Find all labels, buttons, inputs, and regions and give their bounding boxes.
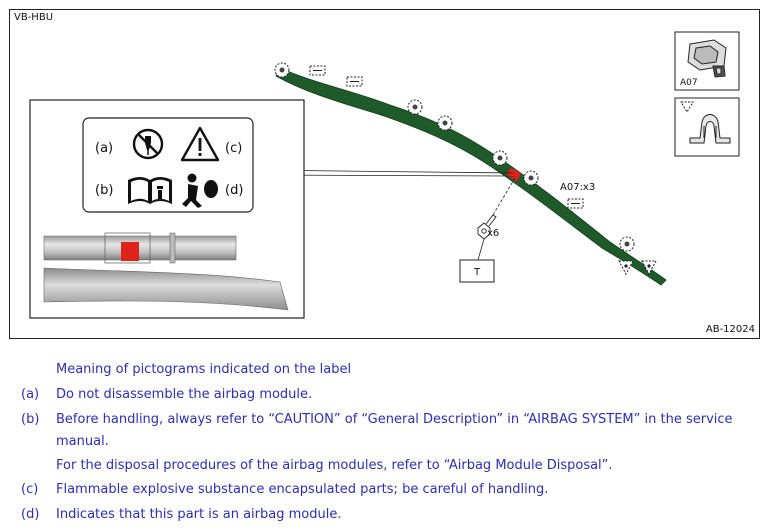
notes-heading: Meaning of pictograms indicated on the l… <box>56 362 352 377</box>
clip-inner <box>279 67 630 247</box>
figure-code: VB-HBU <box>14 12 54 23</box>
tool-box <box>459 259 495 283</box>
note-text: For the disposal procedures of the airba… <box>56 458 613 473</box>
note-text: Flammable explosive substance encapsulat… <box>56 482 549 497</box>
connector-module-icon <box>687 39 727 78</box>
figure-id: AB-12024 <box>705 324 755 335</box>
diagram-figure: A07:x3 x6 T (a) (b) (c) (d) <box>9 9 760 339</box>
pictogram-keys: (a) (b) (c) (d) <box>95 141 243 198</box>
note-key: (d) <box>21 507 40 522</box>
bolt-count: x6 <box>487 228 499 239</box>
diagram-canvas: A07:x3 x6 T (a) (b) (c) (d) <box>29 31 740 319</box>
note-key: (a) <box>21 387 40 402</box>
curtain-airbag <box>275 66 667 286</box>
airbag-person-icon <box>182 173 218 208</box>
note-text: Before handling, always refer to “CAUTIO… <box>56 412 733 427</box>
warning-triangle-icon <box>180 126 220 162</box>
pictogram-key-a: (a) <box>95 141 113 156</box>
pictogram-key-b: (b) <box>95 183 113 198</box>
clip-profile-icon <box>689 114 731 144</box>
no-disassemble-icon <box>132 128 164 160</box>
pictogram-key-c: (c) <box>225 141 242 156</box>
pictogram-key-d: (d) <box>225 183 243 198</box>
tool-label: T <box>473 267 481 278</box>
bolt-icon <box>477 214 497 240</box>
legend-clip-triangle <box>680 101 694 113</box>
read-manual-icon <box>128 177 172 204</box>
legend-module-label: A07 <box>680 78 698 88</box>
inset-label-patch <box>121 242 139 261</box>
note-text: manual. <box>56 434 109 449</box>
note-text: Indicates that this part is an airbag mo… <box>56 507 342 522</box>
airbag-label-patch <box>506 167 522 182</box>
note-key: (c) <box>21 482 39 497</box>
note-text: Do not disassemble the airbag module. <box>56 387 313 402</box>
note-key: (b) <box>21 412 40 427</box>
callout-module-label: A07:x3 <box>560 182 595 193</box>
